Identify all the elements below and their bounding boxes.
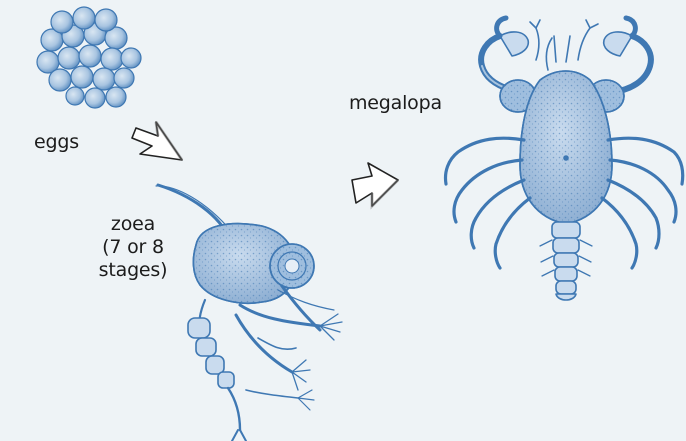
egg-cluster-icon: [37, 7, 141, 108]
arrow-icon: [132, 122, 182, 160]
zoea-label-line: stages): [88, 259, 178, 282]
eggs-label: eggs: [34, 131, 79, 154]
zoea-label-line: zoea: [88, 213, 178, 236]
zoea-label-line: (7 or 8: [88, 236, 178, 259]
arrow-icon: [352, 163, 398, 206]
zoea-larva-icon: [156, 185, 342, 441]
megalopa-larva-icon: [446, 18, 683, 300]
megalopa-label: megalopa: [349, 92, 442, 115]
zoea-label: zoea (7 or 8 stages): [88, 213, 178, 282]
